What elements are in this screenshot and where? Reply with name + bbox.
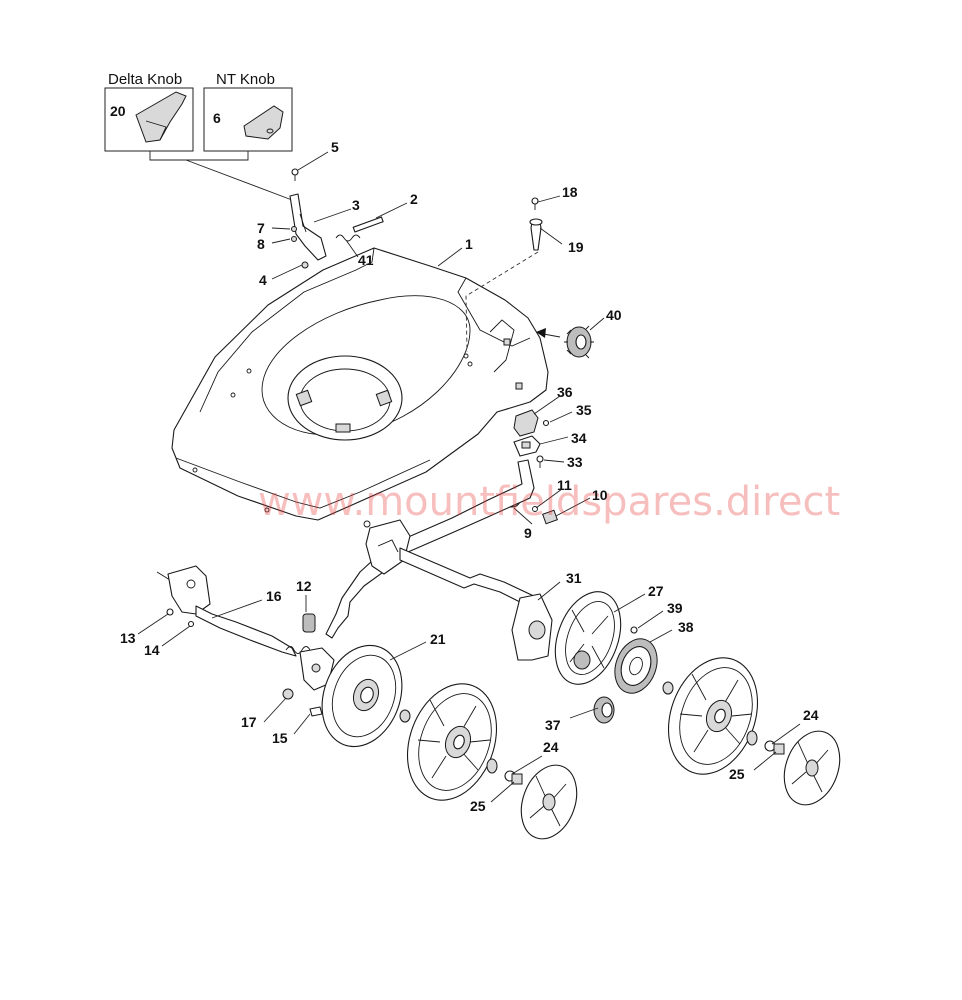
callout-36: 36 (557, 384, 573, 400)
screw-35 (542, 419, 550, 427)
screw-39 (630, 626, 638, 634)
watermark-text: www.mountfieldspares.direct (258, 479, 840, 525)
parts-33-36 (513, 409, 550, 468)
front-axle-16 (156, 565, 335, 717)
callout-16: 16 (266, 588, 282, 604)
nt-knob-header: NT Knob (216, 71, 275, 88)
front-wheel (399, 683, 578, 840)
screw-18 (531, 197, 539, 205)
nut-4 (301, 261, 309, 269)
callout-2: 2 (410, 191, 418, 207)
axle-frame-31 (325, 459, 553, 661)
inset-bracket (149, 151, 249, 161)
callout-41: 41 (358, 252, 374, 268)
rear-drive-assembly (554, 591, 658, 724)
delta-knob-part (135, 91, 187, 143)
washer-7 (291, 226, 297, 232)
pivot-bracket (167, 565, 211, 615)
nut-8 (291, 236, 297, 242)
cover-27 (554, 591, 622, 685)
callout-19: 19 (568, 239, 584, 255)
bolt-2 (352, 216, 384, 233)
callout-24-front: 24 (543, 739, 559, 755)
callout-7: 7 (257, 220, 265, 236)
callout-39: 39 (667, 600, 683, 616)
spring-41 (335, 234, 361, 242)
screw-5 (291, 168, 299, 176)
callout-labels: 20 6 5 3 2 7 8 4 41 1 18 19 40 36 35 34 … (110, 103, 819, 814)
callout-15: 15 (272, 730, 288, 746)
callout-9: 9 (524, 525, 532, 541)
part-12 (302, 613, 316, 633)
callout-18: 18 (562, 184, 578, 200)
callout-5: 5 (331, 139, 339, 155)
callout-3: 3 (352, 197, 360, 213)
callout-17: 17 (241, 714, 257, 730)
callout-21: 21 (430, 631, 446, 647)
bolt-33 (536, 455, 544, 463)
callout-1: 1 (465, 236, 473, 252)
delta-knob-header: Delta Knob (108, 71, 182, 88)
callout-38: 38 (678, 619, 694, 635)
callout-14: 14 (144, 642, 160, 658)
wheel-cover-21 (321, 644, 403, 748)
callout-25-front: 25 (470, 798, 486, 814)
callout-33: 33 (567, 454, 583, 470)
nut-10 (542, 509, 558, 525)
callout-12: 12 (296, 578, 312, 594)
callout-11: 11 (557, 477, 572, 493)
nut-25a (511, 773, 523, 785)
callout-40: 40 (606, 307, 622, 323)
screw-13 (166, 608, 174, 616)
callout-10: 10 (592, 487, 608, 503)
callout-35: 35 (576, 402, 592, 418)
callout-20: 20 (110, 103, 126, 119)
nut-25b (773, 743, 785, 755)
part-40-gear (536, 325, 594, 359)
callout-6: 6 (213, 110, 221, 126)
clip-36 (513, 409, 539, 437)
callout-8: 8 (257, 236, 265, 252)
callout-13: 13 (120, 630, 136, 646)
leader-lines (137, 151, 801, 803)
callout-31: 31 (566, 570, 582, 586)
callout-34: 34 (571, 430, 587, 446)
mower-deck (171, 247, 549, 521)
callout-24-rear: 24 (803, 707, 819, 723)
bolt-15 (309, 706, 323, 717)
callout-4: 4 (259, 272, 267, 288)
pin-19 (530, 221, 542, 251)
deck-opening (287, 355, 403, 441)
height-lever-assembly (289, 168, 384, 269)
inset-leader (185, 159, 293, 201)
callout-37: 37 (545, 717, 561, 733)
nut-14 (187, 620, 195, 628)
knob-inset-group: Delta Knob NT Knob (104, 71, 293, 201)
callout-25-rear: 25 (729, 766, 745, 782)
nt-knob-part (243, 105, 284, 140)
parts-18-19 (465, 197, 543, 353)
nut-17 (282, 688, 294, 700)
rear-wheel (662, 657, 841, 806)
callout-27: 27 (648, 583, 664, 599)
